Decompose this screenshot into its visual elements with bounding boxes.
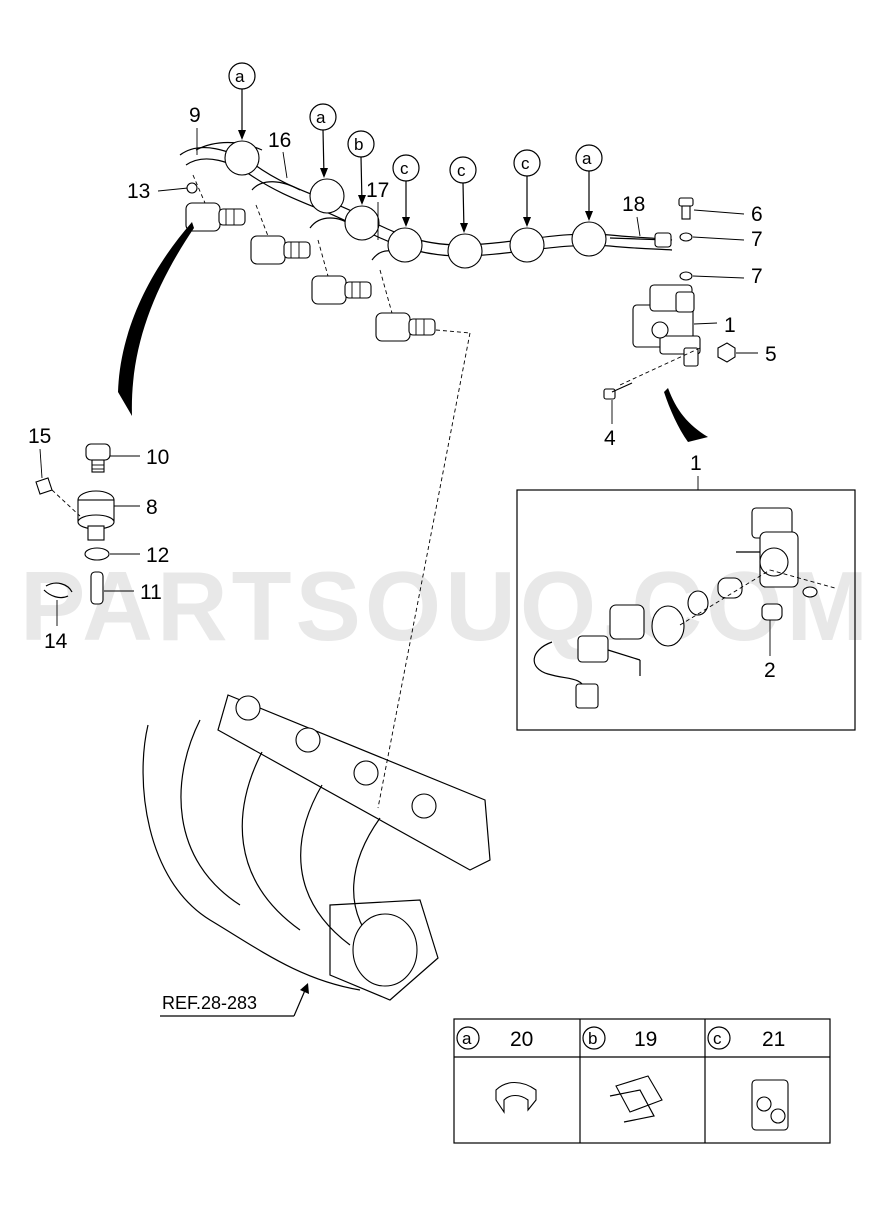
svg-text:c: c <box>713 1029 722 1048</box>
pressure-regulator-group: 15 10 8 12 11 14 <box>28 425 169 653</box>
watermark: PARTSOUQ.COM <box>20 551 872 661</box>
callout-1: 1 <box>724 314 736 337</box>
callout-12: 12 <box>146 544 169 567</box>
legend-cell-b: b 19 <box>582 1026 663 1123</box>
reference-label: REF.28-283 <box>162 993 257 1013</box>
callout-16: 16 <box>268 129 291 152</box>
callout-8: 8 <box>146 496 158 519</box>
callout-10: 10 <box>146 446 169 469</box>
callout-17: 17 <box>366 179 389 202</box>
callout-9: 9 <box>189 104 201 127</box>
clip-marker-5: c <box>449 156 477 233</box>
injector-4 <box>375 269 471 342</box>
svg-text:a: a <box>462 1029 472 1048</box>
callout-labels: 9 16 13 17 18 6 7 7 1 5 4 <box>127 104 777 450</box>
svg-text:b: b <box>588 1029 597 1048</box>
callout-5: 5 <box>765 343 777 366</box>
clip-marker-3: b <box>347 130 375 205</box>
clip-marker-7: a <box>575 144 603 221</box>
injector-1 <box>185 174 246 232</box>
callout-6: 6 <box>751 203 763 226</box>
clip-marker-2: a <box>309 103 337 178</box>
clip-marker-6: c <box>513 149 541 227</box>
clip-marker-4: c <box>392 154 420 227</box>
callout-1b: 1 <box>690 452 702 475</box>
callout-7b: 7 <box>751 265 763 288</box>
curved-arrow-right <box>664 388 708 442</box>
svg-text:19: 19 <box>634 1028 657 1051</box>
svg-text:a: a <box>582 149 592 168</box>
throttle-detail-box: 1 2 <box>516 452 856 731</box>
callout-11: 11 <box>140 581 162 604</box>
injector-3 <box>311 239 372 305</box>
washers-7 <box>679 232 693 281</box>
curved-arrow-left <box>118 222 194 416</box>
callout-4: 4 <box>604 427 616 450</box>
bolt-6 <box>678 197 694 220</box>
legend-cell-a: a 20 <box>456 1026 537 1114</box>
callout-14: 14 <box>44 630 68 653</box>
callout-13: 13 <box>127 180 150 203</box>
svg-text:a: a <box>316 108 326 127</box>
injector-2 <box>250 204 311 265</box>
nut-5 <box>717 342 736 363</box>
throttle-body <box>619 284 701 386</box>
svg-text:21: 21 <box>762 1028 785 1051</box>
svg-text:a: a <box>235 67 245 86</box>
callout-15: 15 <box>28 425 51 448</box>
callout-7a: 7 <box>751 228 763 251</box>
legend-cell-c: c 21 <box>707 1026 789 1131</box>
callout-2: 2 <box>764 659 776 682</box>
screw-4 <box>603 382 633 400</box>
clip-legend-table: a 20 b 19 c 21 <box>453 1018 831 1144</box>
callout-18: 18 <box>622 193 645 216</box>
clip-marker-1: a <box>228 62 256 140</box>
svg-text:c: c <box>400 159 409 178</box>
svg-text:20: 20 <box>510 1028 533 1051</box>
rail-clips <box>224 140 607 269</box>
svg-text:c: c <box>457 161 466 180</box>
svg-text:b: b <box>354 135 363 154</box>
intake-manifold <box>142 332 491 1001</box>
svg-text:c: c <box>521 154 530 173</box>
